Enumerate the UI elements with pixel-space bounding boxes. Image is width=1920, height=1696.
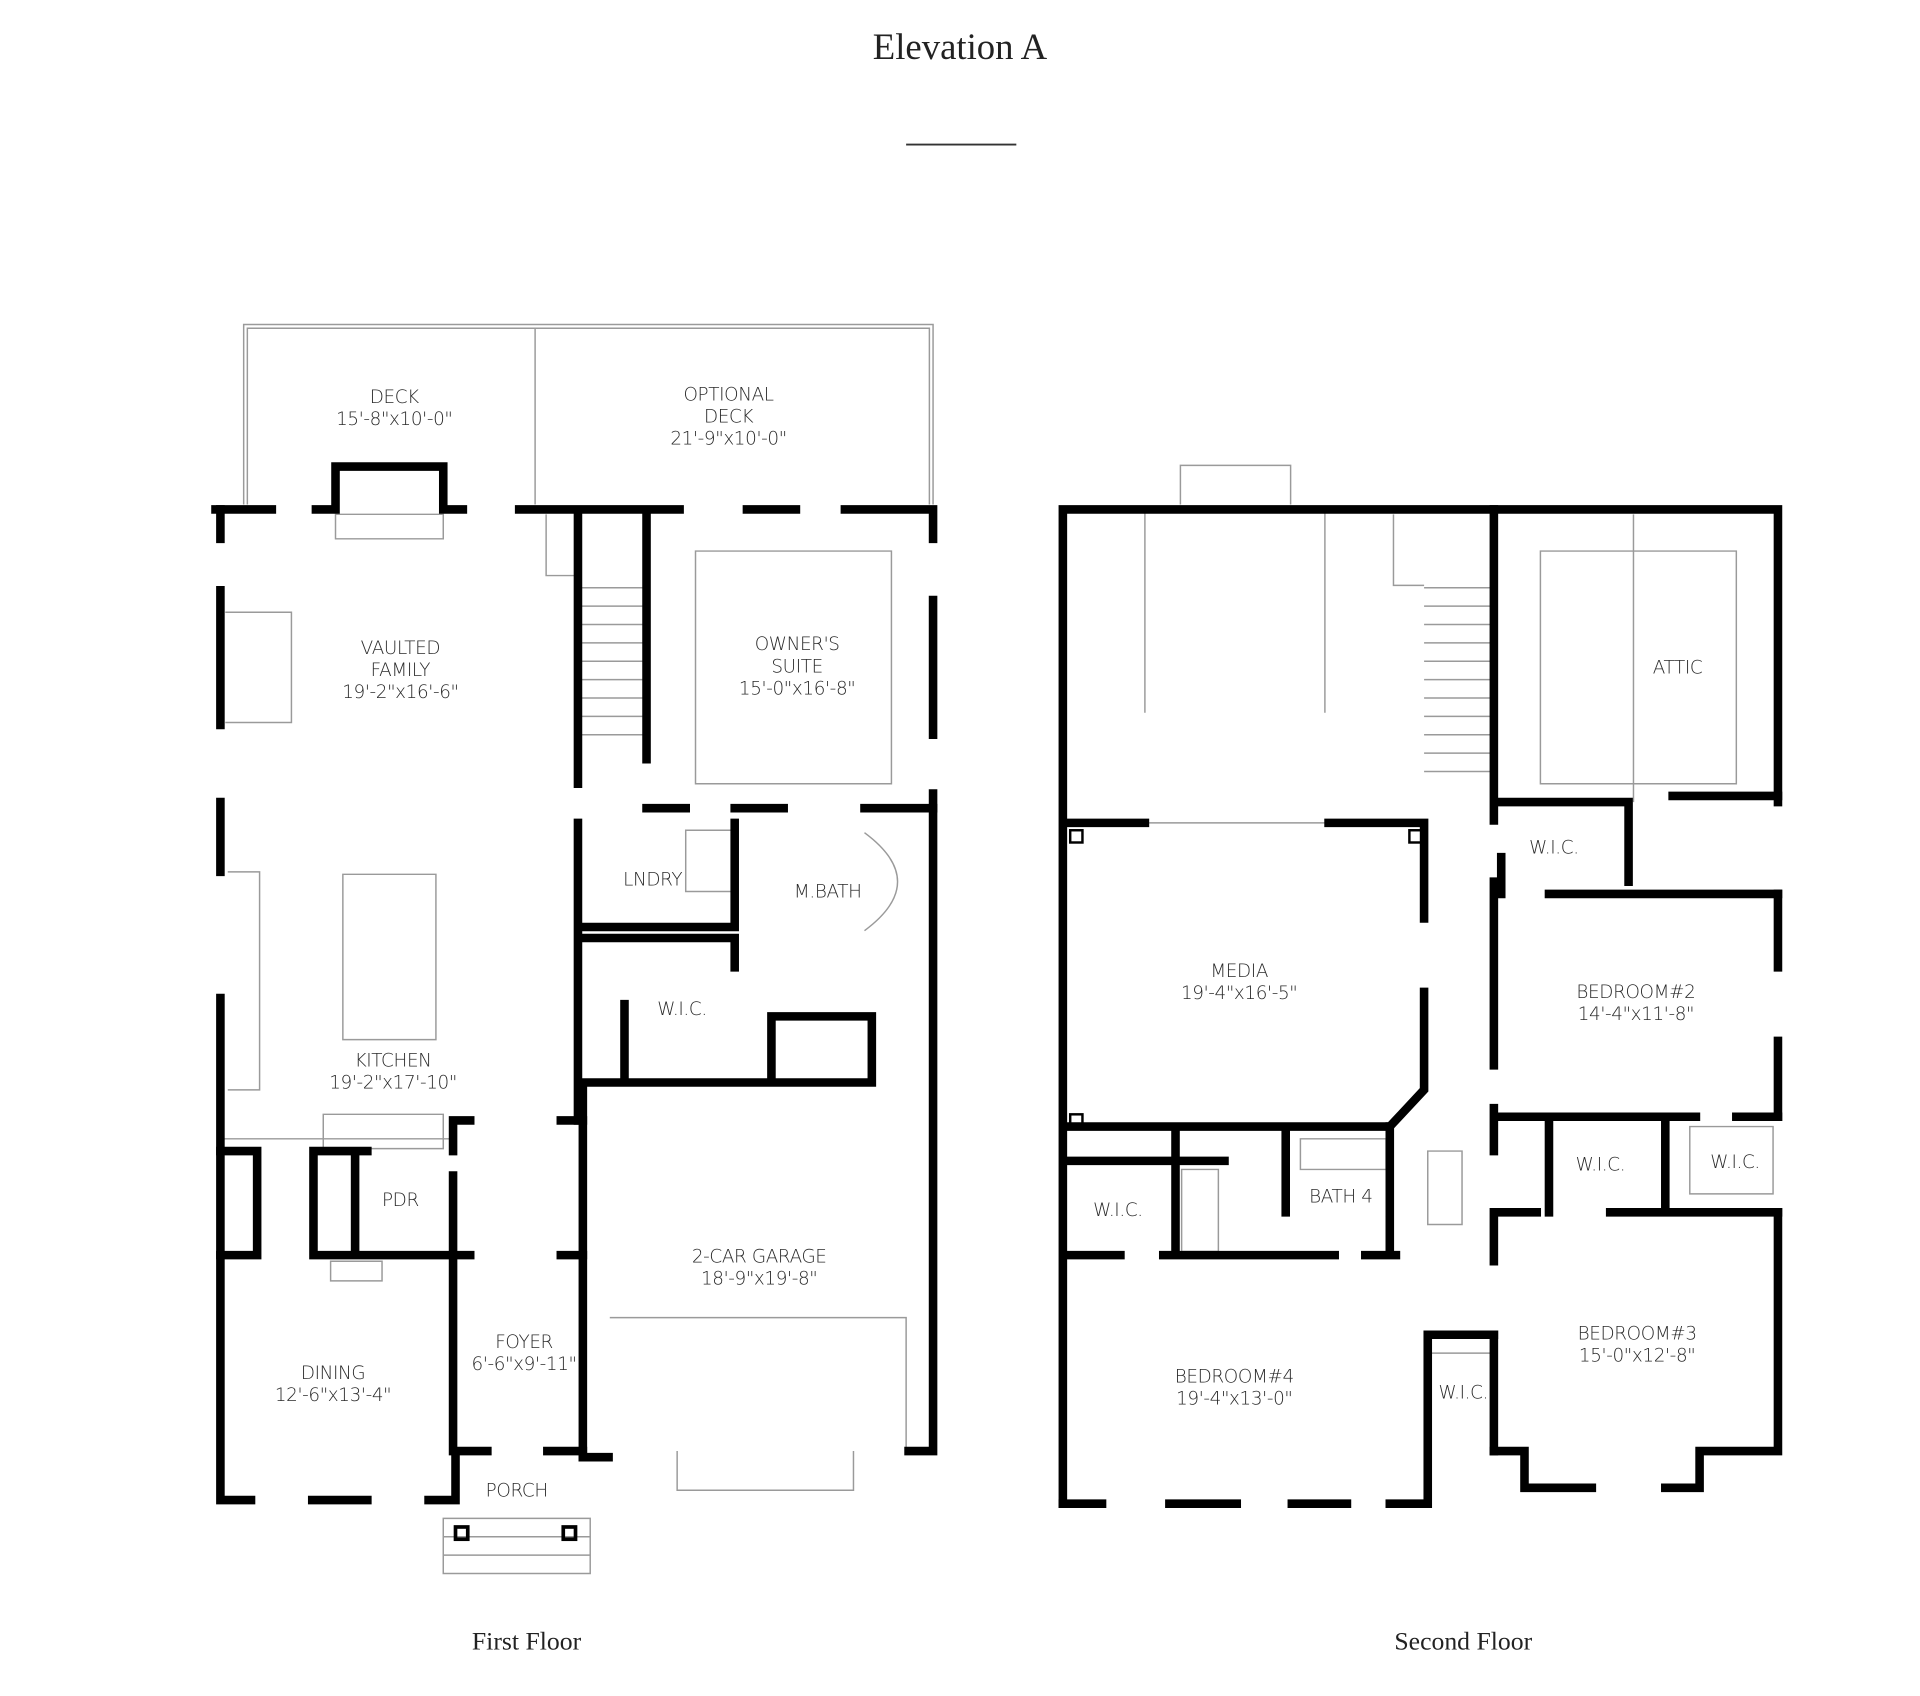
room-dimensions: 18'-9"x19'-8" [701,1269,817,1290]
room-name: W.I.C. [1710,1152,1760,1173]
room-name: PDR [382,1190,419,1211]
room-name: M.BATH [794,882,862,903]
room-dimensions: 15'-0"x16'-8" [739,678,855,699]
room-name: W.I.C. [1438,1382,1488,1403]
room-dimensions: 19'-4"x16'-5" [1181,983,1297,1004]
room-name: FAMILY [371,660,431,681]
room-name: BATH 4 [1309,1186,1372,1207]
room-name: VAULTED [361,638,440,659]
first-floor-plan: First Floor [211,323,938,1655]
room-name: BEDROOM#2 [1576,982,1695,1003]
room-name: PORCH [486,1480,548,1501]
room-dimensions: 21'-9"x10'-0" [670,429,786,450]
room-dimensions: 19'-2"x16'-6" [342,682,458,703]
room-name: DINING [301,1363,365,1384]
first-floor-walls [211,462,938,1505]
first-floor-label: First Floor [472,1626,582,1655]
room-name: DECK [370,387,419,408]
room-name: OWNER'S [755,634,840,655]
room-dimensions: 14'-4"x11'-8" [1578,1004,1694,1025]
room-name: FOYER [495,1332,553,1353]
room-name: BEDROOM#4 [1175,1366,1294,1387]
room-name: KITCHEN [355,1051,432,1072]
room-name: MEDIA [1210,961,1268,982]
room-name: SUITE [771,656,823,677]
room-name: DECK [704,406,753,427]
room-dimensions: 19'-4"x13'-0" [1176,1389,1292,1410]
room-name: ATTIC [1653,658,1703,679]
page-title: Elevation A [873,26,1048,67]
second-floor-label: Second Floor [1394,1626,1532,1655]
room-name: W.I.C. [657,999,707,1020]
second-floor-plan: Second Floor [1058,464,1783,1655]
room-name: BEDROOM#3 [1578,1324,1697,1345]
room-name: LNDRY [623,869,682,890]
room-dimensions: 6'-6"x9'-11" [472,1354,577,1375]
room-labels: DECK15'-8"x10'-0"OPTIONALDECK21'-9"x10'-… [275,384,1760,1501]
room-name: W.I.C. [1529,838,1579,859]
room-dimensions: 12'-6"x13'-4" [275,1385,391,1406]
room-name: W.I.C. [1576,1155,1626,1176]
room-name: 2-CAR GARAGE [692,1246,827,1267]
room-name: OPTIONAL [683,384,773,405]
room-dimensions: 15'-8"x10'-0" [336,409,452,430]
room-dimensions: 19'-2"x17'-10" [329,1073,457,1094]
second-floor-walls [1058,505,1783,1508]
room-name: W.I.C. [1093,1200,1143,1221]
room-dimensions: 15'-0"x12'-8" [1579,1346,1695,1367]
